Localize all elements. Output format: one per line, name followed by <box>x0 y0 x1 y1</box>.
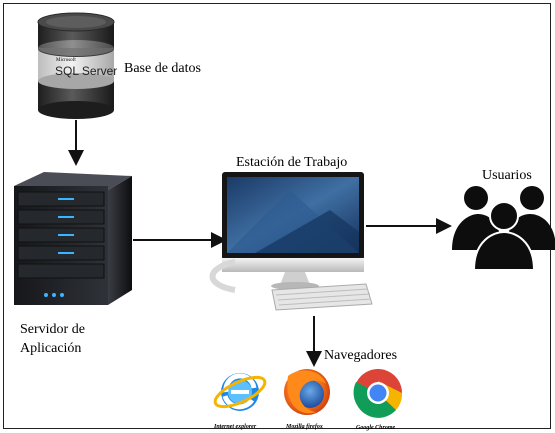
server-label-line1: Servidor de <box>20 322 85 337</box>
firefox-icon <box>284 369 330 415</box>
server-label-line2: Aplicación <box>20 341 81 356</box>
server-tower-icon <box>14 172 132 305</box>
database-cylinder-icon: Microsoft SQL Server <box>37 12 117 119</box>
sql-server-brand: Microsoft <box>56 58 76 63</box>
desktop-computer-icon <box>209 172 373 311</box>
browser-name-firefox: Mozilla firefox <box>285 424 323 430</box>
users-group-icon <box>452 186 555 271</box>
browser-name-chrome: Google Chrome <box>356 425 396 431</box>
sql-server-logo-text: SQL Server <box>55 64 117 78</box>
internet-explorer-icon <box>213 373 267 411</box>
browser-name-ie: Internet explorer <box>213 424 257 430</box>
chrome-icon <box>353 369 403 418</box>
database-label: Base de datos <box>124 61 201 76</box>
workstation-label: Estación de Trabajo <box>236 155 347 170</box>
browsers-label: Navegadores <box>324 348 397 363</box>
users-label: Usuarios <box>482 168 532 183</box>
